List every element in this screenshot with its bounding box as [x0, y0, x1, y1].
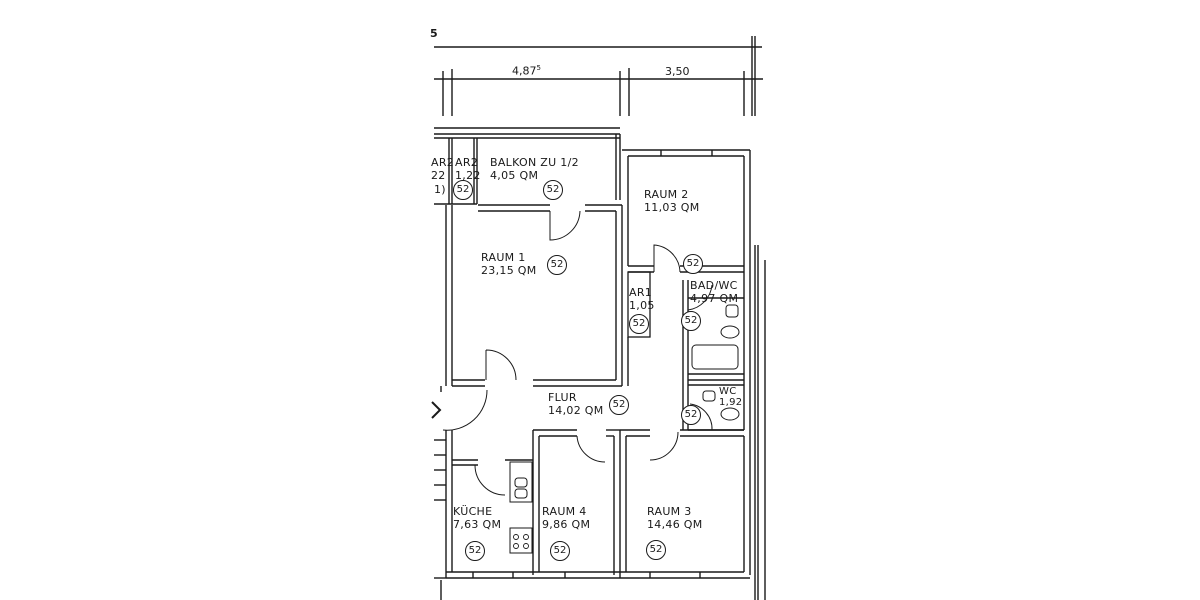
room-name: KÜCHE — [453, 505, 493, 518]
room-label-wc: WC 1,92 — [719, 386, 742, 408]
room-name: FLUR — [548, 391, 577, 404]
room-label-ar2-partial: AR2 22 — [431, 156, 454, 182]
room-label-raum1: RAUM 1 23,15 QM — [481, 251, 537, 277]
room-area: 23,15 QM — [481, 264, 537, 277]
room-area: 14,02 QM — [548, 404, 604, 417]
dimension-superscript: 5 — [536, 64, 541, 72]
room-label-ar2: AR2 1,22 — [455, 156, 481, 182]
room-name: WC — [719, 386, 737, 397]
unit-tag-raum3: 52 — [646, 540, 666, 560]
room-label-kueche: KÜCHE 7,63 QM — [453, 505, 501, 531]
room-label-balkon: BALKON ZU 1/2 4,05 QM — [490, 156, 579, 182]
unit-tag-raum2: 52 — [683, 254, 703, 274]
unit-tag-ar2: 52 — [453, 180, 473, 200]
room-area: 1,05 — [629, 299, 655, 312]
room-label-raum2: RAUM 2 11,03 QM — [644, 188, 700, 214]
room-area: 22 — [431, 169, 446, 182]
room-label-ar1: AR1 1,05 — [629, 286, 655, 312]
room-name: AR2 — [431, 156, 455, 169]
dimension-value: 4,87 — [512, 64, 537, 78]
room-area: 4,97 QM — [690, 292, 739, 305]
room-area: 14,46 QM — [647, 518, 703, 531]
unit-tag-raum1: 52 — [547, 255, 567, 275]
room-name: BAD/WC — [690, 279, 738, 292]
room-area: 1,92 — [719, 397, 743, 408]
room-name: RAUM 1 — [481, 251, 526, 264]
room-name: AR2 — [455, 156, 479, 169]
room-area: 7,63 QM — [453, 518, 502, 531]
room-name: RAUM 3 — [647, 505, 692, 518]
unit-tag-balkon: 52 — [543, 180, 563, 200]
unit-tag-badwc: 52 — [681, 311, 701, 331]
dimension-label-left: 4,875 — [512, 64, 541, 78]
room-label-raum4: RAUM 4 9,86 QM — [542, 505, 590, 531]
room-area: 4,05 QM — [490, 169, 539, 182]
unit-tag-ar1: 52 — [629, 314, 649, 334]
room-area: 9,86 QM — [542, 518, 591, 531]
room-name: AR1 — [629, 286, 653, 299]
unit-tag-raum4: 52 — [550, 541, 570, 561]
unit-tag-flur: 52 — [609, 395, 629, 415]
room-area: 1,22 — [455, 169, 481, 182]
unit-tag-wc: 52 — [681, 405, 701, 425]
room-name: BALKON ZU 1/2 — [490, 156, 579, 169]
room-area: 11,03 QM — [644, 201, 700, 214]
room-label-badwc: BAD/WC 4,97 QM — [690, 279, 738, 305]
unit-tag-partial: 1) — [434, 183, 446, 196]
unit-tag-kueche: 52 — [465, 541, 485, 561]
corner-mark: 5 — [430, 27, 438, 40]
room-name: RAUM 4 — [542, 505, 587, 518]
dimension-label-right: 3,50 — [665, 65, 690, 78]
room-label-flur: FLUR 14,02 QM — [548, 391, 604, 417]
room-label-raum3: RAUM 3 14,46 QM — [647, 505, 703, 531]
room-name: RAUM 2 — [644, 188, 689, 201]
